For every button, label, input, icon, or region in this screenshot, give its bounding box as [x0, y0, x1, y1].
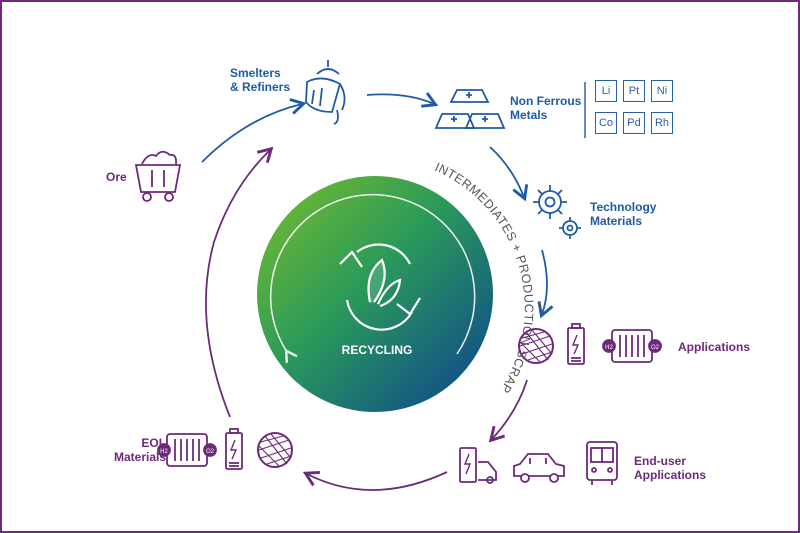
element-box-co: Co — [595, 112, 617, 134]
eol-fuel-cell-icon — [157, 433, 217, 467]
recycling-label: RECYCLING — [341, 343, 413, 357]
applications-label: Applications — [678, 340, 751, 354]
battery-icon — [567, 323, 585, 365]
element-box-pt: Pt — [623, 80, 645, 102]
ev-charging-icon — [459, 447, 497, 484]
eol-battery-icon — [225, 428, 243, 470]
element-box-pd: Pd — [623, 112, 645, 134]
eol-catalyst-mesh-icon — [257, 432, 293, 468]
fuel-cell-h2-label: H2 — [605, 345, 613, 351]
arrow-enduser-to-eol — [302, 471, 448, 491]
element-box-ni: Ni — [651, 80, 673, 102]
arrow-technology-to-applications — [537, 249, 554, 319]
gears-icon — [533, 185, 581, 239]
fuel-cell-o2-label: O2 — [651, 345, 660, 351]
eol-fuel-cell-o2-label: O2 — [206, 449, 215, 455]
element-box-li: Li — [595, 80, 617, 102]
car-icon — [513, 453, 565, 483]
arrow-ore-to-smelters — [201, 98, 307, 163]
element-box-rh: Rh — [651, 112, 673, 134]
ore-cart-icon — [134, 150, 182, 202]
technology-materials-label: Technology Materials — [590, 200, 657, 228]
recycling-circle — [257, 176, 493, 412]
arrow-eol-to-smelters — [205, 146, 274, 418]
recycle-leaf-icon — [339, 243, 421, 331]
smelter-ladle-icon — [305, 60, 346, 125]
arrow-nonferrous-to-technology — [489, 146, 529, 202]
eol-materials-label: EOL Materials — [114, 436, 167, 464]
catalyst-mesh-icon — [518, 328, 554, 364]
fuel-cell-icon — [602, 329, 662, 363]
eol-fuel-cell-h2-label: H2 — [160, 449, 168, 455]
arrow-applications-to-enduser — [488, 379, 528, 443]
inner-return-arc — [269, 193, 476, 363]
non-ferrous-metals-label: Non Ferrous Metals — [510, 94, 582, 122]
end-user-applications-label: End-user Applications — [634, 454, 707, 482]
arrow-smelters-to-nonferrous — [366, 92, 439, 108]
bus-icon — [586, 441, 618, 485]
ore-label: Ore — [106, 170, 127, 184]
smelters-refiners-label: Smelters & Refiners — [230, 66, 291, 94]
ingot-stack-icon — [434, 89, 506, 129]
